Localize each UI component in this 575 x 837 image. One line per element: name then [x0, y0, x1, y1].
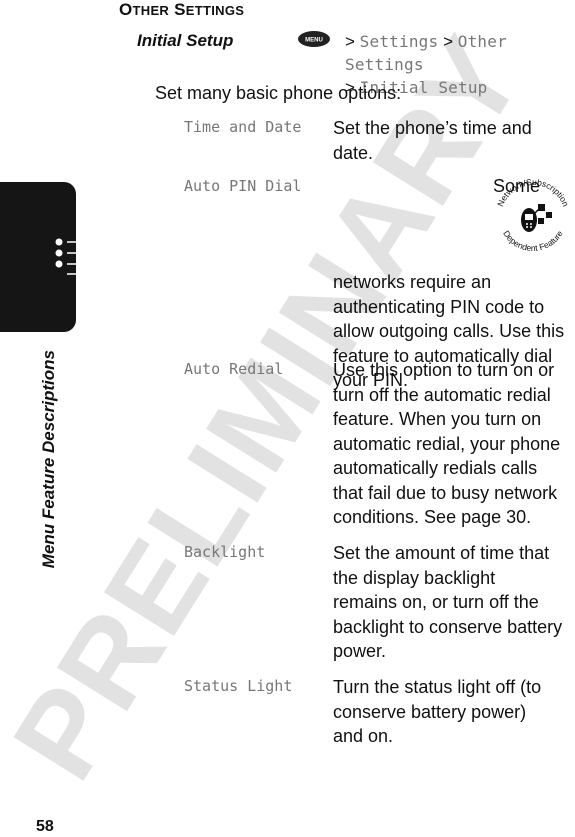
menu-path: > Settings > Other Settings > Initial Se… [345, 30, 575, 99]
feature-desc-auto-pin-dial: Some networks require an authenticating … [333, 176, 565, 390]
feature-heading: Initial Setup [137, 31, 234, 50]
feature-desc-auto-redial: Use this option to turn on or turn off t… [333, 360, 561, 527]
menu-list-icon [55, 238, 96, 275]
path-separator: > [345, 78, 355, 97]
side-section-label: Menu Feature Descriptions [39, 350, 58, 569]
path-item-other-settings: Other Settings [345, 32, 507, 74]
svg-text:Dependent Feature: Dependent Feature [501, 229, 565, 253]
svg-text:Network/Subscription: Network/Subscription [495, 177, 571, 208]
feature-term-status-light: Status Light [184, 677, 293, 695]
page-number: 58 [36, 818, 54, 835]
menu-key-icon: MENU [298, 31, 330, 47]
path-separator: > [443, 32, 454, 51]
intro-text: Set many basic phone options: [155, 83, 402, 103]
feature-term-time-date: Time and Date [184, 118, 302, 136]
path-separator: > [345, 32, 355, 51]
feature-desc-backlight: Set the amount of time that the display … [333, 543, 563, 661]
path-item-initial-setup: Initial Setup [359, 78, 488, 97]
feature-desc-status-light: Turn the status light off (to conserve b… [333, 677, 542, 746]
feature-term-auto-pin-dial: Auto PIN Dial [184, 177, 302, 195]
network-subscription-icon: Network/Subscription Dependent Feature [495, 177, 571, 253]
svg-text:MENU: MENU [305, 38, 323, 44]
path-item-settings: Settings [359, 32, 439, 51]
section-title: OTHER SETTINGS [119, 0, 245, 19]
feature-term-auto-redial: Auto Redial [184, 360, 284, 378]
feature-desc-time-date: Set the phone’s time and date. [333, 118, 532, 163]
feature-term-backlight: Backlight [184, 543, 266, 561]
chapter-tab [0, 182, 76, 332]
